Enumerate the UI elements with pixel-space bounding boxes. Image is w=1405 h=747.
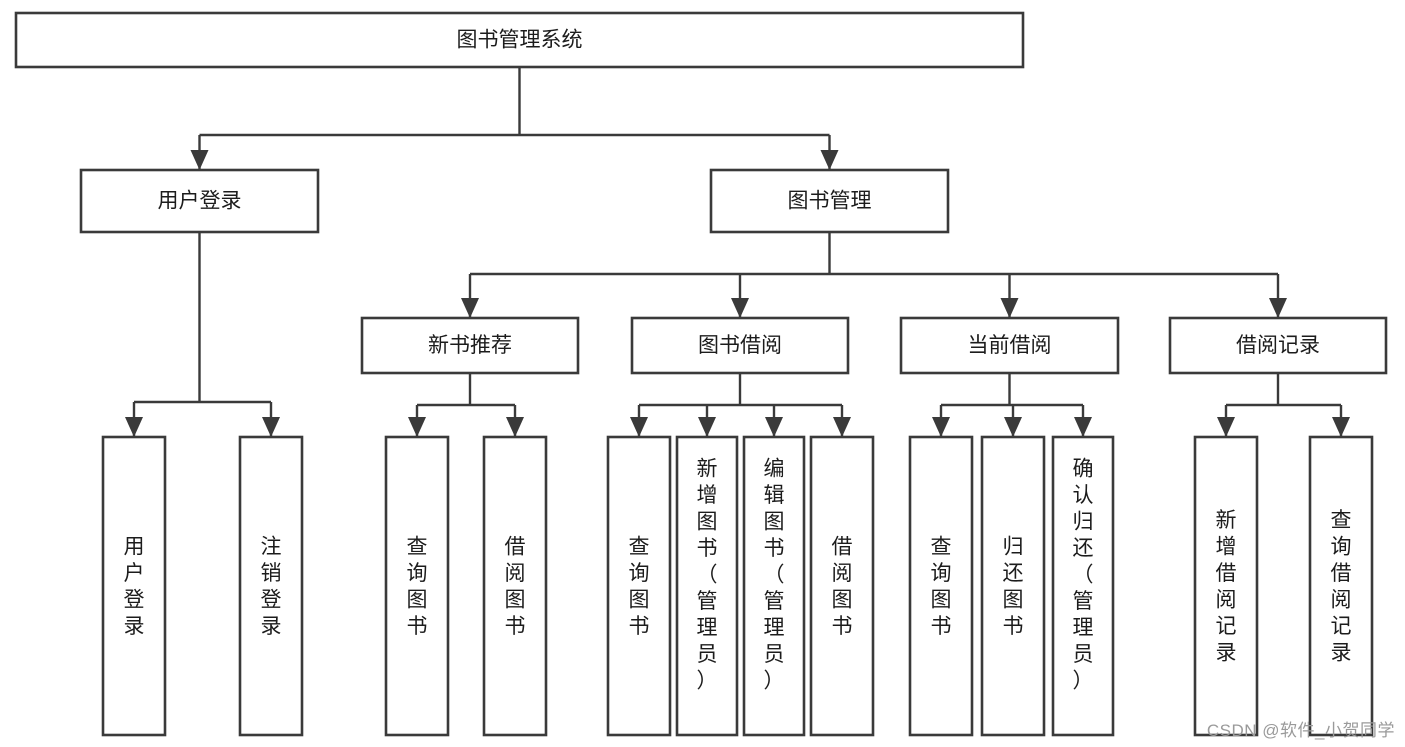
arrow-head-icon <box>698 417 716 437</box>
node-label: 新书推荐 <box>428 334 512 357</box>
node-leaf-borrow-book-b[interactable]: 借阅图书 <box>809 435 875 737</box>
node-label: 确认归还（管理员） <box>1073 458 1094 693</box>
node-label: 图书管理系统 <box>457 29 583 52</box>
node-leaf-borrow-book-a[interactable]: 借阅图书 <box>482 435 548 737</box>
node-root[interactable]: 图书管理系统 <box>14 11 1025 69</box>
node-boxes-layer: 图书管理系统用户登录图书管理新书推荐图书借阅当前借阅借阅记录用户登录注销登录查询… <box>14 11 1388 737</box>
arrow-head-icon <box>765 417 783 437</box>
node-box <box>238 435 304 737</box>
node-box <box>79 168 320 234</box>
node-leaf-edit-book[interactable]: 编辑图书（管理员） <box>742 435 806 737</box>
node-label: 图书管理 <box>788 190 872 213</box>
arrow-head-icon <box>1004 417 1022 437</box>
node-box <box>908 435 974 737</box>
node-box <box>101 435 167 737</box>
arrow-head-icon <box>820 150 839 170</box>
node-box <box>360 316 580 375</box>
edge-group-borrow-record <box>1217 373 1350 437</box>
node-box <box>384 435 450 737</box>
edge-group-current-borrow <box>932 373 1092 437</box>
arrow-head-icon <box>1269 298 1287 318</box>
node-leaf-confirm-return[interactable]: 确认归还（管理员） <box>1051 435 1115 737</box>
node-box <box>809 435 875 737</box>
arrow-head-icon <box>1332 417 1350 437</box>
arrow-head-icon <box>506 417 524 437</box>
node-label: 借阅图书 <box>505 536 526 639</box>
arrow-head-icon <box>932 417 950 437</box>
node-label: 图书借阅 <box>698 334 782 357</box>
node-book-borrow[interactable]: 图书借阅 <box>630 316 850 375</box>
arrow-head-icon <box>833 417 851 437</box>
node-leaf-user-login[interactable]: 用户登录 <box>101 435 167 737</box>
node-label: 查询借阅记录 <box>1331 509 1352 665</box>
node-label: 用户登录 <box>158 190 242 213</box>
arrow-head-icon <box>262 417 280 437</box>
edge-group-user-login <box>125 232 280 437</box>
node-label: 借阅图书 <box>832 536 853 639</box>
node-current-borrow[interactable]: 当前借阅 <box>899 316 1120 375</box>
node-box <box>1308 435 1374 737</box>
node-box <box>1168 316 1388 375</box>
arrow-head-icon <box>1217 417 1235 437</box>
node-leaf-query-record[interactable]: 查询借阅记录 <box>1308 435 1374 737</box>
node-label: 借阅记录 <box>1236 334 1320 357</box>
node-label: 查询图书 <box>931 536 952 639</box>
node-box <box>1051 435 1115 737</box>
node-box <box>899 316 1120 375</box>
arrow-head-icon <box>461 298 479 318</box>
node-leaf-query-book-c[interactable]: 查询图书 <box>908 435 974 737</box>
node-leaf-add-record[interactable]: 新增借阅记录 <box>1193 435 1259 737</box>
node-label: 当前借阅 <box>968 334 1052 357</box>
node-label: 查询图书 <box>407 536 428 639</box>
connectors-layer <box>125 67 1350 437</box>
node-leaf-query-book-b[interactable]: 查询图书 <box>606 435 672 737</box>
node-box <box>709 168 950 234</box>
node-box <box>14 11 1025 69</box>
node-label: 查询图书 <box>629 536 650 639</box>
arrow-head-icon <box>731 298 749 318</box>
arrow-head-icon <box>125 417 143 437</box>
node-box <box>675 435 739 737</box>
arrow-head-icon <box>408 417 426 437</box>
edge-group-new-book-recommend <box>408 373 524 437</box>
node-leaf-query-book-a[interactable]: 查询图书 <box>384 435 450 737</box>
node-label: 新增图书（管理员） <box>697 458 718 693</box>
node-new-book-recommend[interactable]: 新书推荐 <box>360 316 580 375</box>
node-leaf-add-book[interactable]: 新增图书（管理员） <box>675 435 739 737</box>
node-leaf-return-book[interactable]: 归还图书 <box>980 435 1046 737</box>
arrow-head-icon <box>630 417 648 437</box>
node-box <box>742 435 806 737</box>
node-borrow-record[interactable]: 借阅记录 <box>1168 316 1388 375</box>
edge-group-book-borrow <box>630 373 851 437</box>
arrow-head-icon <box>190 150 209 170</box>
node-book-manage[interactable]: 图书管理 <box>709 168 950 234</box>
node-label: 新增借阅记录 <box>1216 509 1237 665</box>
node-label: 归还图书 <box>1003 536 1024 639</box>
node-leaf-user-logout[interactable]: 注销登录 <box>238 435 304 737</box>
node-box <box>1193 435 1259 737</box>
node-label: 用户登录 <box>124 536 145 639</box>
node-box <box>980 435 1046 737</box>
edge-group-root <box>190 67 839 170</box>
node-box <box>606 435 672 737</box>
node-label: 注销登录 <box>261 536 282 639</box>
edge-group-book-manage <box>461 232 1287 318</box>
node-label: 编辑图书（管理员） <box>764 458 785 693</box>
node-box <box>630 316 850 375</box>
arrow-head-icon <box>1000 298 1019 318</box>
arrow-head-icon <box>1074 417 1092 437</box>
csdn-watermark: CSDN @软件_小贺同学 <box>1206 721 1395 740</box>
node-user-login[interactable]: 用户登录 <box>79 168 320 234</box>
node-box <box>482 435 548 737</box>
